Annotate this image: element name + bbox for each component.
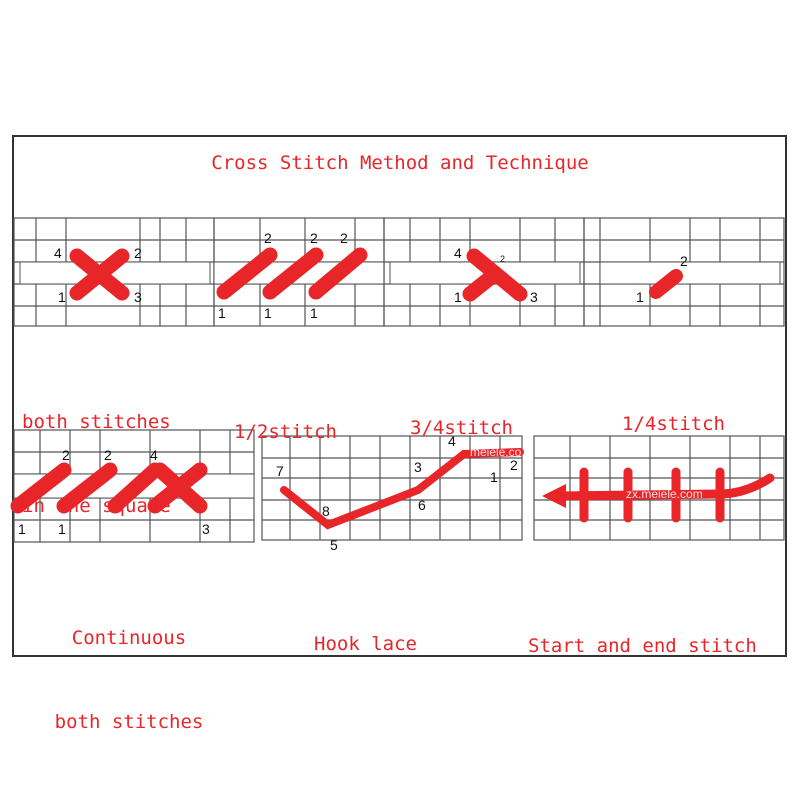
diagram-title: Cross Stitch Method and Technique bbox=[211, 152, 589, 174]
stitch-number: 3 bbox=[202, 521, 210, 537]
stitch-number: 2 bbox=[134, 245, 142, 261]
stitch-number: 1 bbox=[264, 305, 272, 321]
stitch-number: 4 bbox=[448, 433, 456, 449]
stitch-number: 1 bbox=[218, 305, 226, 321]
stitch-mark bbox=[280, 448, 524, 530]
stitch-number: 2 bbox=[310, 230, 318, 246]
panel-2-stitches bbox=[216, 247, 368, 300]
stitch-number: 2 bbox=[62, 447, 70, 463]
panel-4-stitches bbox=[649, 269, 683, 299]
stitch-number: 1 bbox=[18, 521, 26, 537]
stitch-number: 1 bbox=[58, 289, 66, 305]
stitch-number: 4 bbox=[54, 245, 62, 261]
stitch-number: 2 bbox=[680, 253, 688, 269]
stitch-number: 1 bbox=[58, 521, 66, 537]
stitch-number: 8 bbox=[322, 503, 330, 519]
stitch-mark bbox=[649, 269, 683, 299]
panel-6-stitches bbox=[280, 448, 524, 530]
stitch-number: 2 bbox=[264, 230, 272, 246]
label-continuous: Continuous both stitches bbox=[54, 627, 204, 733]
label-hook-lace: Hook lace bbox=[314, 633, 417, 655]
stitch-number: 1 bbox=[490, 469, 498, 485]
stitch-number: 2 bbox=[104, 447, 112, 463]
watermark: meiele.co bbox=[470, 445, 522, 459]
stitch-mark bbox=[152, 462, 208, 514]
label-three-quarter-stitch: 3/4stitch bbox=[410, 417, 513, 439]
stitch-number: 4 bbox=[150, 447, 158, 463]
stitch-number: 3 bbox=[414, 459, 422, 475]
arrow-head bbox=[542, 484, 566, 508]
stitch-number: 7 bbox=[276, 463, 284, 479]
label-both-stitches: both stitches in one square bbox=[22, 411, 171, 517]
stitch-number: 4 bbox=[454, 245, 462, 261]
diagram-frame bbox=[12, 135, 787, 657]
stitch-number: 3 bbox=[530, 289, 538, 305]
label-start-end: Start and end stitch bbox=[528, 635, 757, 657]
panel-7-stitches bbox=[555, 467, 775, 523]
stitch-mark bbox=[262, 247, 324, 300]
watermark: zx.meiele.com bbox=[626, 487, 703, 501]
stitch-number: 1 bbox=[310, 305, 318, 321]
label-half-stitch: 1/2stitch bbox=[234, 421, 337, 443]
stitch-mark bbox=[56, 462, 118, 514]
stitch-number: 2 bbox=[500, 254, 505, 264]
stitch-number: 5 bbox=[330, 537, 338, 553]
stitch-mark bbox=[308, 247, 368, 300]
stitch-number: 2 bbox=[510, 457, 518, 473]
stitch-mark bbox=[107, 462, 163, 514]
stitch-number: 3 bbox=[134, 289, 142, 305]
stitch-number: 2 bbox=[340, 230, 348, 246]
stitch-mark bbox=[216, 247, 278, 300]
panel-1-stitches bbox=[69, 248, 130, 301]
panel-3-stitches bbox=[462, 248, 528, 302]
label-quarter-stitch: 1/4stitch bbox=[622, 413, 725, 435]
stitch-mark bbox=[462, 266, 503, 302]
stitch-number: 6 bbox=[418, 497, 426, 513]
stitch-mark bbox=[69, 248, 130, 301]
panel-5-stitches bbox=[10, 462, 208, 514]
stitch-number: 1 bbox=[636, 289, 644, 305]
stitch-mark bbox=[10, 462, 72, 514]
stitch-number: 1 bbox=[454, 289, 462, 305]
